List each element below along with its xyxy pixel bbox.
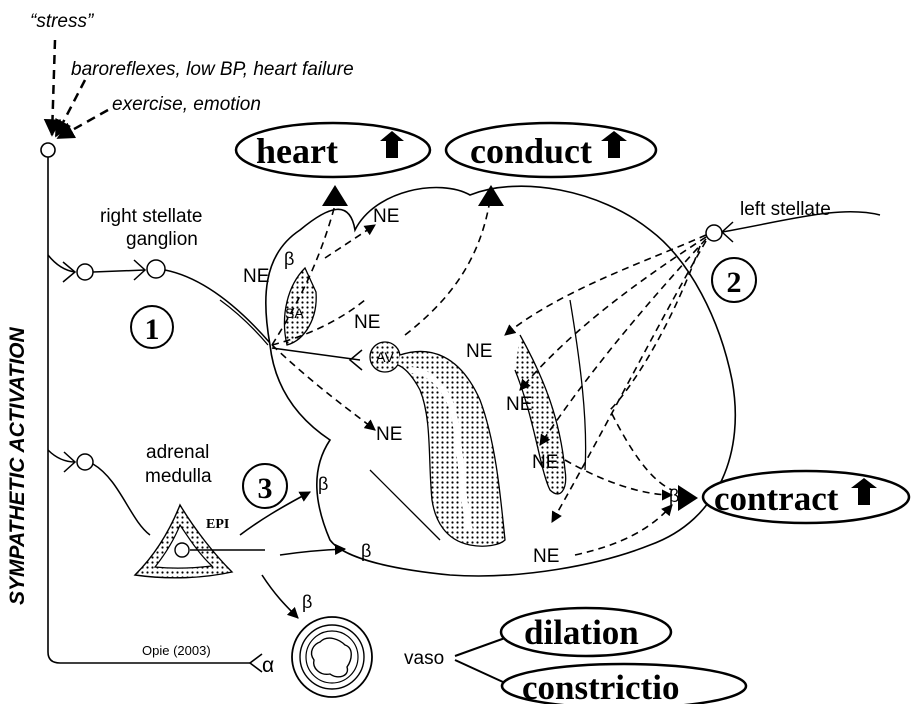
heart-rate-text: heart xyxy=(256,131,338,171)
right-stellate-label-1: right stellate xyxy=(100,206,202,227)
heart-rate-outcome: heart xyxy=(236,123,430,177)
epi-arrow-vessel xyxy=(262,575,298,618)
pathway-1-number: 1 xyxy=(145,313,160,346)
vaso-label: vaso xyxy=(404,648,444,669)
right-stellate-label-2: ganglion xyxy=(126,229,198,250)
ne-label-ventricle: NE xyxy=(376,424,402,445)
contraction-text: contract xyxy=(714,479,839,518)
preganglionic-neuron xyxy=(77,264,93,280)
ne-label-apex: NE xyxy=(533,546,559,567)
citation-label: Opie (2003) xyxy=(142,643,211,658)
vaso-line-constriction xyxy=(455,660,503,682)
ne-label-lv-1: NE xyxy=(466,341,492,362)
beta-label-epi-1: β xyxy=(318,474,328,494)
dilation-outcome: dilation xyxy=(501,608,671,656)
right-stellate-ganglion-cell xyxy=(147,260,165,278)
left-stellate-ganglion-cell xyxy=(706,225,722,241)
ne-label-lv-2: NE xyxy=(506,394,532,415)
baroreflex-label: baroreflexes, low BP, heart failure xyxy=(71,59,354,80)
right-stellate-fiber-2 xyxy=(220,300,268,345)
av-node-label: AV xyxy=(376,349,394,365)
conduction-text: conduct xyxy=(470,131,592,171)
stress-label: “stress” xyxy=(30,11,95,32)
branch-adrenal xyxy=(48,450,75,462)
constriction-outcome: constrictio xyxy=(502,664,746,704)
beta-label-sa: β xyxy=(284,249,294,269)
ne-label-lv-3: NE xyxy=(532,452,558,473)
epi-label: EPI xyxy=(206,517,229,532)
central-neuron xyxy=(41,143,55,157)
beta-label-contract: β xyxy=(669,486,679,506)
chromaffin-cell xyxy=(175,543,189,557)
ne-label-sa: NE xyxy=(243,266,269,287)
vaso-line-dilation xyxy=(455,638,505,656)
stress-arrow xyxy=(52,40,55,135)
beta-label-epi-2: β xyxy=(361,541,371,561)
contraction-outcome: contract xyxy=(703,471,909,523)
adrenal-preganglionic-neuron xyxy=(77,454,93,470)
baroreflex-arrow xyxy=(56,80,85,136)
pathway-2-number: 2 xyxy=(727,266,742,299)
left-stellate-label: left stellate xyxy=(740,199,831,220)
constriction-text: constrictio xyxy=(522,668,679,704)
preganglionic-fiber xyxy=(93,270,145,272)
heart-rate-arrowhead xyxy=(322,185,348,206)
adrenal-label-2: medulla xyxy=(145,466,212,487)
dilation-text: dilation xyxy=(524,613,639,652)
adrenal-fiber xyxy=(93,464,150,535)
exercise-label: exercise, emotion xyxy=(112,94,261,115)
alpha-label: α xyxy=(262,654,274,677)
conduction-outcome: conduct xyxy=(446,123,656,177)
ne-label-top: NE xyxy=(373,206,399,227)
pathway-3-number: 3 xyxy=(258,472,273,505)
epi-arrow-ventricle xyxy=(280,549,345,555)
adrenal-label-1: adrenal xyxy=(146,442,209,463)
sympathetic-activation-label: SYMPATHETIC ACTIVATION xyxy=(6,327,29,605)
exercise-arrow xyxy=(58,110,108,138)
ne-label-av: NE xyxy=(354,312,380,333)
beta-label-vessel: β xyxy=(302,592,312,612)
alpha-synapse xyxy=(250,654,262,672)
